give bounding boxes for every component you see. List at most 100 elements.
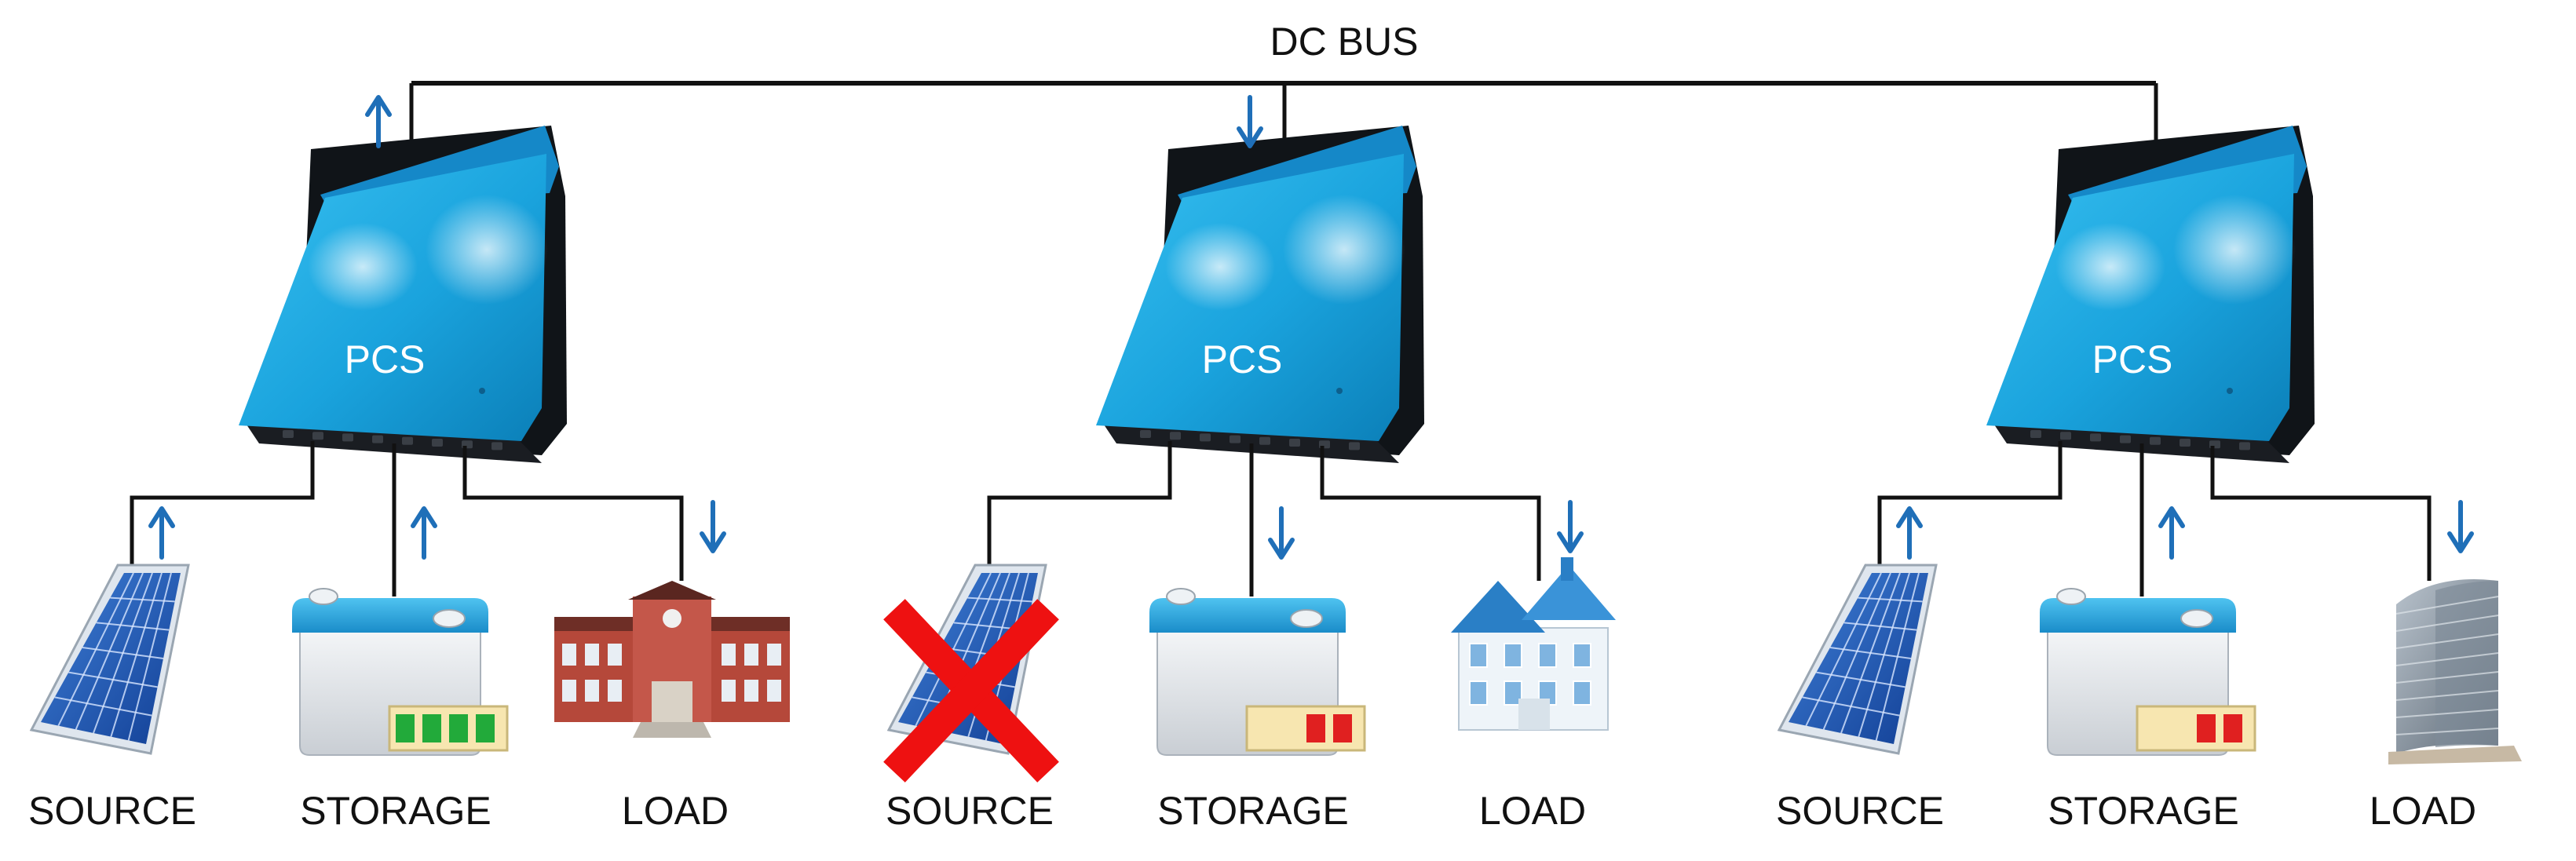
battery-terminal xyxy=(309,588,338,605)
pcs-highlight xyxy=(2173,195,2296,305)
source-wire xyxy=(130,441,315,589)
roof xyxy=(1451,581,1545,633)
pcs-arrow-down-icon xyxy=(1237,95,1263,148)
pcs-bottom xyxy=(243,420,542,463)
floor-line xyxy=(2395,633,2499,649)
pcs-label: PCS xyxy=(345,337,426,381)
pcs-connector xyxy=(1259,436,1270,445)
pcs-connector xyxy=(2180,439,2191,447)
pcs-connector xyxy=(432,439,443,447)
window xyxy=(608,680,622,702)
pcs-connector xyxy=(1170,432,1181,440)
window xyxy=(585,644,599,666)
door xyxy=(1518,699,1550,730)
arrow-down-icon xyxy=(700,500,726,553)
charge-bar xyxy=(449,714,468,742)
clock xyxy=(663,609,681,628)
pcs-connector xyxy=(2239,442,2250,451)
solar-panel-icon xyxy=(883,564,1059,783)
pcs-label: PCS xyxy=(2092,337,2173,381)
window xyxy=(722,644,736,666)
device-label: LOAD xyxy=(2370,789,2476,833)
window xyxy=(1538,643,1557,668)
chimney xyxy=(1561,557,1573,581)
pcs-inverter: PCS xyxy=(1986,126,2315,463)
window xyxy=(744,644,758,666)
pcs-connector xyxy=(1289,439,1300,447)
window xyxy=(744,680,758,702)
device-label: LOAD xyxy=(1479,789,1586,833)
load-wire xyxy=(1320,446,1541,581)
arrow-down-icon xyxy=(1557,500,1584,553)
pcs-connector xyxy=(2150,436,2161,445)
steps xyxy=(633,722,711,738)
window xyxy=(1504,643,1522,668)
office-building-icon xyxy=(2388,579,2522,764)
window xyxy=(562,680,576,702)
load-wire xyxy=(2210,446,2432,581)
pcs-indicator-light xyxy=(1336,388,1343,394)
pcs-highlight xyxy=(2055,223,2165,311)
charge-bar xyxy=(396,714,415,742)
battery-terminal xyxy=(1166,588,1196,605)
window xyxy=(722,680,736,702)
window xyxy=(1469,680,1488,706)
pcs-connector xyxy=(491,442,502,451)
dc-bus-label: DC BUS xyxy=(1270,20,1419,64)
source-wire xyxy=(987,441,1172,589)
arrow-up-icon xyxy=(2158,506,2185,560)
plaza xyxy=(2388,746,2522,764)
pcs-connector xyxy=(2120,435,2131,443)
pcs-highlight xyxy=(308,223,418,311)
floor-line xyxy=(2395,652,2499,666)
pcs-bottom xyxy=(1101,420,1399,463)
battery-terminal xyxy=(1290,609,1323,628)
floor-line xyxy=(2395,596,2499,615)
window xyxy=(1573,680,1591,706)
pcs-arrow-up-icon xyxy=(365,95,392,148)
pcs-connector xyxy=(2090,433,2101,442)
battery-terminal xyxy=(2056,588,2086,605)
school-building-icon xyxy=(554,581,790,738)
pcs-connector xyxy=(283,430,294,438)
roof xyxy=(1522,565,1616,620)
pcs-connector xyxy=(2060,432,2071,440)
pcs-connector xyxy=(1349,442,1360,451)
battery-terminal xyxy=(2180,609,2213,628)
pcs-connector xyxy=(372,435,383,443)
device-label: STORAGE xyxy=(300,789,491,833)
charge-gauge xyxy=(2136,705,2256,752)
floor-line xyxy=(2395,690,2499,701)
pcs-connector xyxy=(312,432,323,440)
arrow-down-icon xyxy=(1268,506,1295,560)
battery-icon xyxy=(1149,588,1366,756)
floor-line xyxy=(2395,671,2499,684)
pcs-connector xyxy=(2030,430,2041,438)
source-wire xyxy=(1877,441,2063,589)
arrow-up-icon xyxy=(411,506,437,560)
pcs-inverter: PCS xyxy=(239,126,567,463)
charge-bar xyxy=(476,714,495,742)
window xyxy=(562,644,576,666)
device-label: STORAGE xyxy=(2048,789,2239,833)
battery-icon xyxy=(292,588,509,756)
entrance xyxy=(652,681,692,722)
device-label: STORAGE xyxy=(1157,789,1349,833)
floor-line xyxy=(2395,728,2499,735)
floor-line xyxy=(2395,615,2499,632)
pcs-inverter: PCS xyxy=(1096,126,1424,463)
device-label: SOURCE xyxy=(1776,789,1944,833)
pcs-bottom xyxy=(1991,420,2289,463)
arrow-up-icon xyxy=(148,506,175,560)
solar-panel-icon xyxy=(1777,564,1938,755)
floor-line xyxy=(2395,709,2499,718)
pcs-indicator-light xyxy=(2227,388,2233,394)
solar-panel-icon xyxy=(29,564,190,755)
charge-bar xyxy=(422,714,441,742)
window xyxy=(1504,680,1522,706)
window xyxy=(1573,643,1591,668)
failure-x-icon xyxy=(883,599,1059,783)
